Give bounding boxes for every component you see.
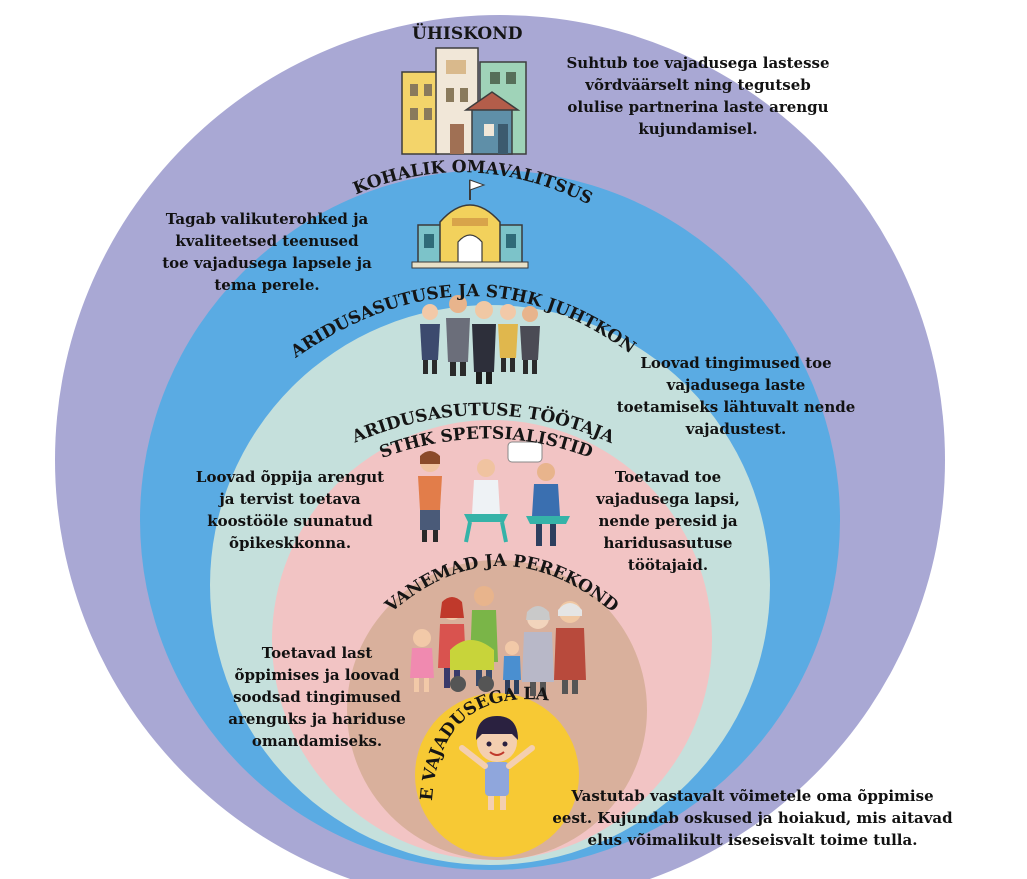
management-description: Loovad tingimused toe vajadusega laste t… [616, 354, 856, 438]
child-icon [459, 716, 535, 810]
family-icon [410, 586, 586, 696]
society-title: ÜHISKOND [412, 24, 523, 44]
staff-left-description: Loovad õppija arengut ja tervist toetava… [195, 468, 385, 552]
staff-right-description: Toetavad toe vajadusega lapsi, nende per… [596, 468, 740, 574]
teacher-specialists-icon [418, 441, 570, 546]
city-buildings-icon [401, 47, 527, 155]
society-description: Suhtub toe vajadusega lastesse võrdväärs… [566, 54, 830, 138]
management-team-icon [420, 295, 540, 384]
family-description: Toetavad last õppimises ja loovad soodsa… [228, 644, 406, 750]
child-description: Vastutab vastavalt võimetele oma õppimis… [552, 787, 953, 849]
town-hall-icon [411, 179, 529, 269]
local-government-description: Tagab valikuterohked ja kvaliteetsed tee… [162, 210, 372, 294]
stroller-icon [450, 640, 494, 692]
